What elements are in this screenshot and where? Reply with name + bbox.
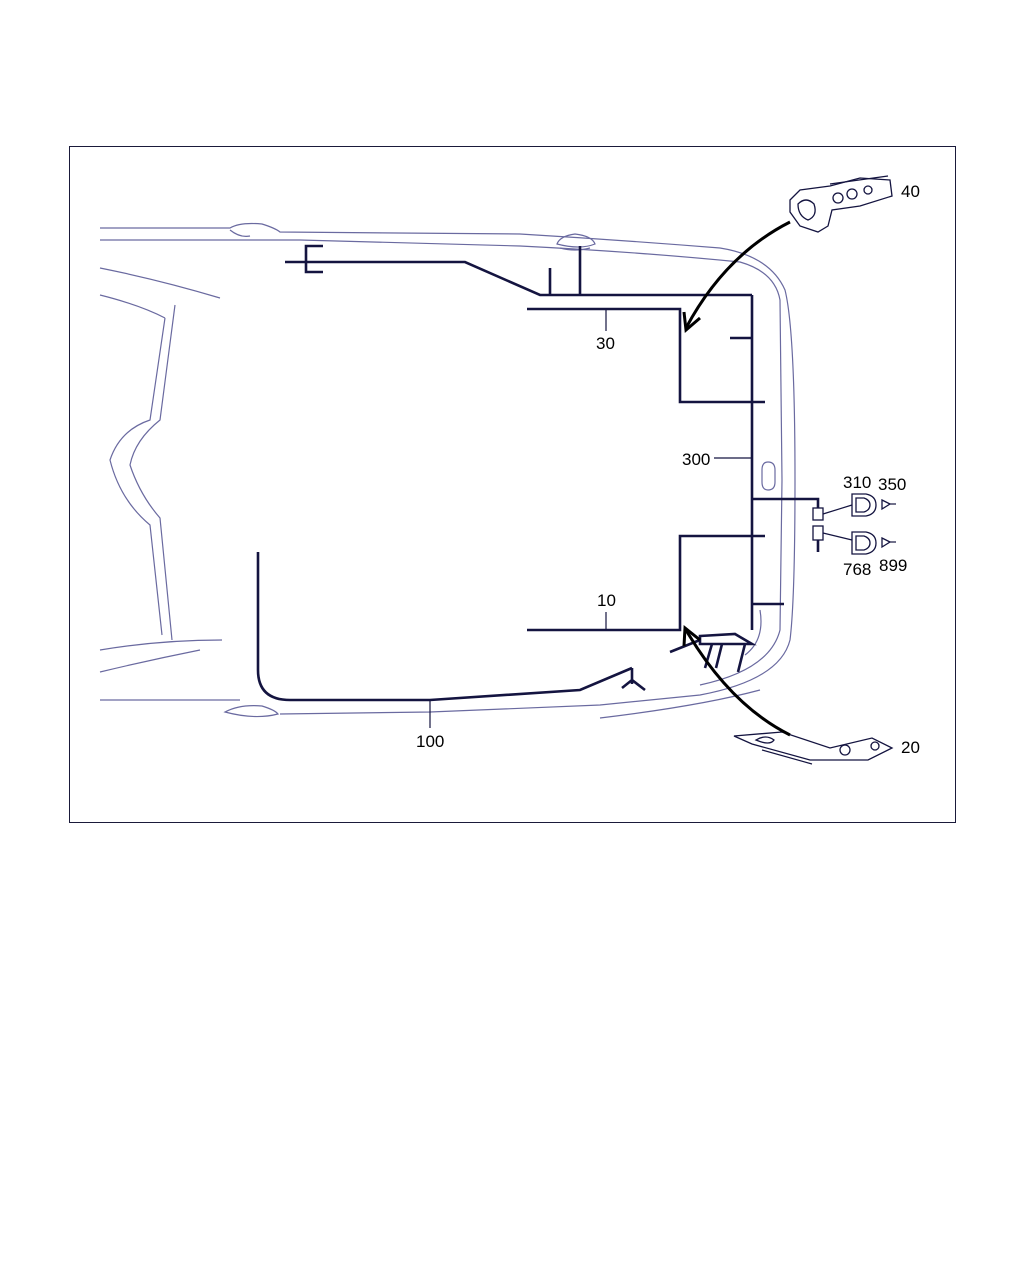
label-768: 768 xyxy=(843,560,871,579)
arrow-from-40 xyxy=(684,220,791,329)
label-40: 40 xyxy=(901,182,920,201)
label-300: 300 xyxy=(682,450,710,469)
connector-top-left xyxy=(304,244,323,274)
arrows xyxy=(682,220,791,737)
branch-connector-upper xyxy=(812,507,824,521)
callout-labels: 40 30 300 310 350 768 899 10 100 20 xyxy=(416,182,920,757)
harness-100 xyxy=(256,552,633,702)
label-30: 30 xyxy=(596,334,615,353)
bracket-40 xyxy=(789,175,893,233)
label-350: 350 xyxy=(878,475,906,494)
label-20: 20 xyxy=(901,738,920,757)
harness-10 xyxy=(527,534,765,632)
branch-connector-lower xyxy=(812,525,824,541)
diagram-frame xyxy=(69,146,956,823)
label-100: 100 xyxy=(416,732,444,751)
vehicle-outline xyxy=(99,222,796,719)
harness-wires xyxy=(256,244,820,702)
label-899: 899 xyxy=(879,556,907,575)
arrow-from-20 xyxy=(684,629,791,737)
plug-310 xyxy=(851,493,877,517)
pin-350 xyxy=(881,498,896,511)
branch-connectors xyxy=(812,504,853,541)
label-310: 310 xyxy=(843,473,871,492)
harness-30 xyxy=(527,307,765,404)
plug-768 xyxy=(851,531,877,555)
pin-899 xyxy=(881,536,896,549)
bracket-20 xyxy=(733,731,894,765)
label-10: 10 xyxy=(597,591,616,610)
label-leaders xyxy=(429,309,752,728)
